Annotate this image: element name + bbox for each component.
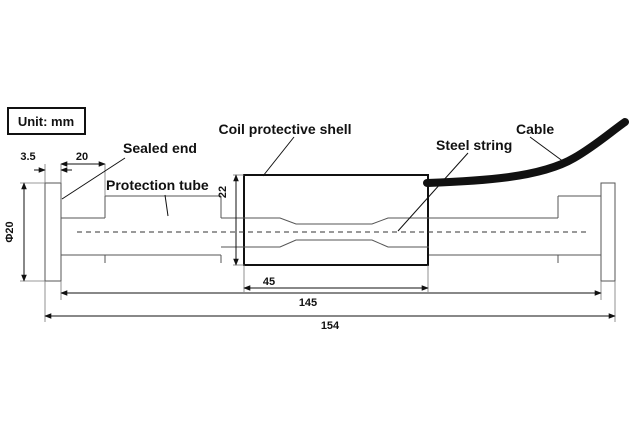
- unit-label: Unit: mm: [18, 114, 74, 129]
- dim-total-length: 154: [321, 320, 340, 332]
- dim-shell-height: 22: [217, 186, 229, 198]
- unit-box: [7, 107, 86, 135]
- label-steel-string: Steel string: [436, 137, 512, 153]
- leader-lines: [61, 136, 565, 232]
- left-end-flange: [44, 182, 62, 282]
- right-end-flange: [600, 182, 616, 282]
- coil-protective-shell: [243, 174, 429, 266]
- dim-shell-length: 45: [263, 276, 275, 288]
- protection-tube: [61, 195, 601, 263]
- coil-body: [221, 217, 429, 248]
- dim-inner-length: 145: [299, 297, 317, 309]
- label-cable: Cable: [516, 121, 554, 137]
- label-protection-tube: Protection tube: [106, 177, 209, 193]
- dim-end-thickness: 3.5: [20, 151, 35, 163]
- cable: [423, 118, 629, 187]
- label-coil-protective-shell: Coil protective shell: [218, 121, 351, 137]
- label-sealed-end: Sealed end: [123, 140, 197, 156]
- dim-diameter: Φ20: [4, 221, 16, 242]
- dimension-lines: [21, 161, 616, 319]
- dim-end-offset: 20: [76, 151, 88, 163]
